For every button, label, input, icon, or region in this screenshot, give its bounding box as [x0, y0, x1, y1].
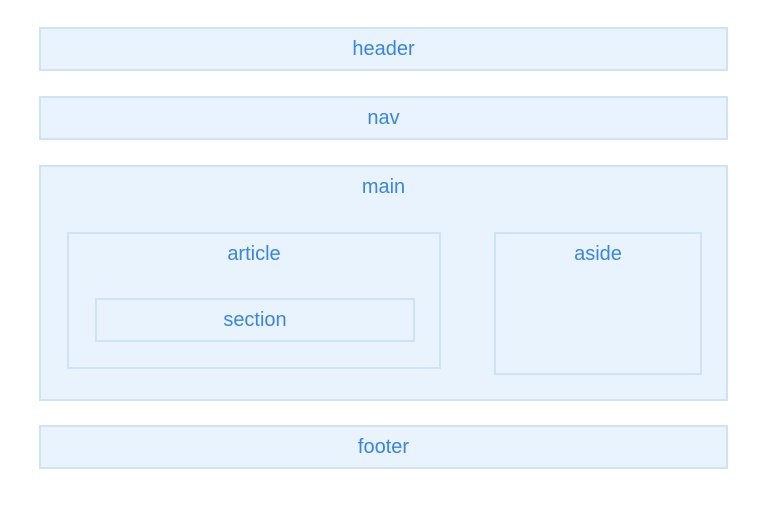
section-label: section: [223, 309, 287, 331]
nav-label: nav: [367, 107, 400, 129]
nav-block: nav: [39, 96, 728, 140]
header-label: header: [352, 38, 415, 60]
footer-block: footer: [39, 425, 728, 469]
header-block: header: [39, 27, 728, 71]
aside-label: aside: [574, 243, 622, 265]
main-label: main: [361, 176, 406, 198]
article-label: article: [227, 243, 281, 265]
aside-block: aside: [494, 232, 702, 375]
main-block: main article section aside: [39, 165, 728, 401]
section-block: section: [95, 298, 415, 342]
article-block: article section: [67, 232, 441, 369]
footer-label: footer: [357, 436, 410, 458]
